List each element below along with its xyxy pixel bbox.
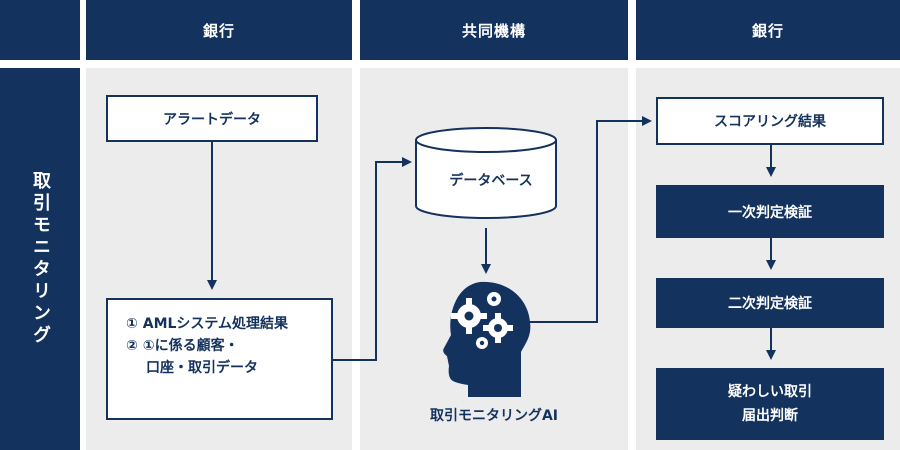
ai-label: 取引モニタリングAI	[429, 408, 559, 424]
header-bank-left: 銀行	[86, 0, 352, 60]
results-line-1: ① AMLシステム処理結果	[126, 316, 288, 332]
arrow-results-to-database	[333, 157, 412, 361]
arrow-ai-to-scoring	[527, 116, 652, 323]
first-check-box: 一次判定検証	[656, 185, 884, 238]
database-label: データベース	[449, 173, 533, 189]
side-label: 取引モニタリング	[30, 171, 51, 347]
header-corner	[0, 0, 80, 60]
results-line-3: 口座・取引データ	[146, 360, 258, 376]
results-line-2: ② ①に係る顧客・	[126, 338, 239, 354]
alert-data-box: アラートデータ	[106, 95, 318, 142]
side-label-panel: 取引モニタリング	[0, 68, 80, 450]
suspicious-line-1: 疑わしい取引	[728, 384, 812, 400]
system-results-box: ① AMLシステム処理結果 ② ①に係る顧客・ 口座・取引データ	[106, 298, 333, 420]
header-consortium: 共同機構	[360, 0, 628, 60]
ai-head-icon	[443, 281, 531, 397]
scoring-result-box: スコアリング結果	[656, 97, 884, 145]
second-check-box: 二次判定検証	[656, 278, 884, 328]
suspicious-report-box: 疑わしい取引 届出判断	[656, 368, 884, 440]
database-cylinder	[415, 127, 557, 219]
header-bank-right: 銀行	[636, 0, 900, 60]
suspicious-line-2: 届出判断	[742, 408, 798, 424]
